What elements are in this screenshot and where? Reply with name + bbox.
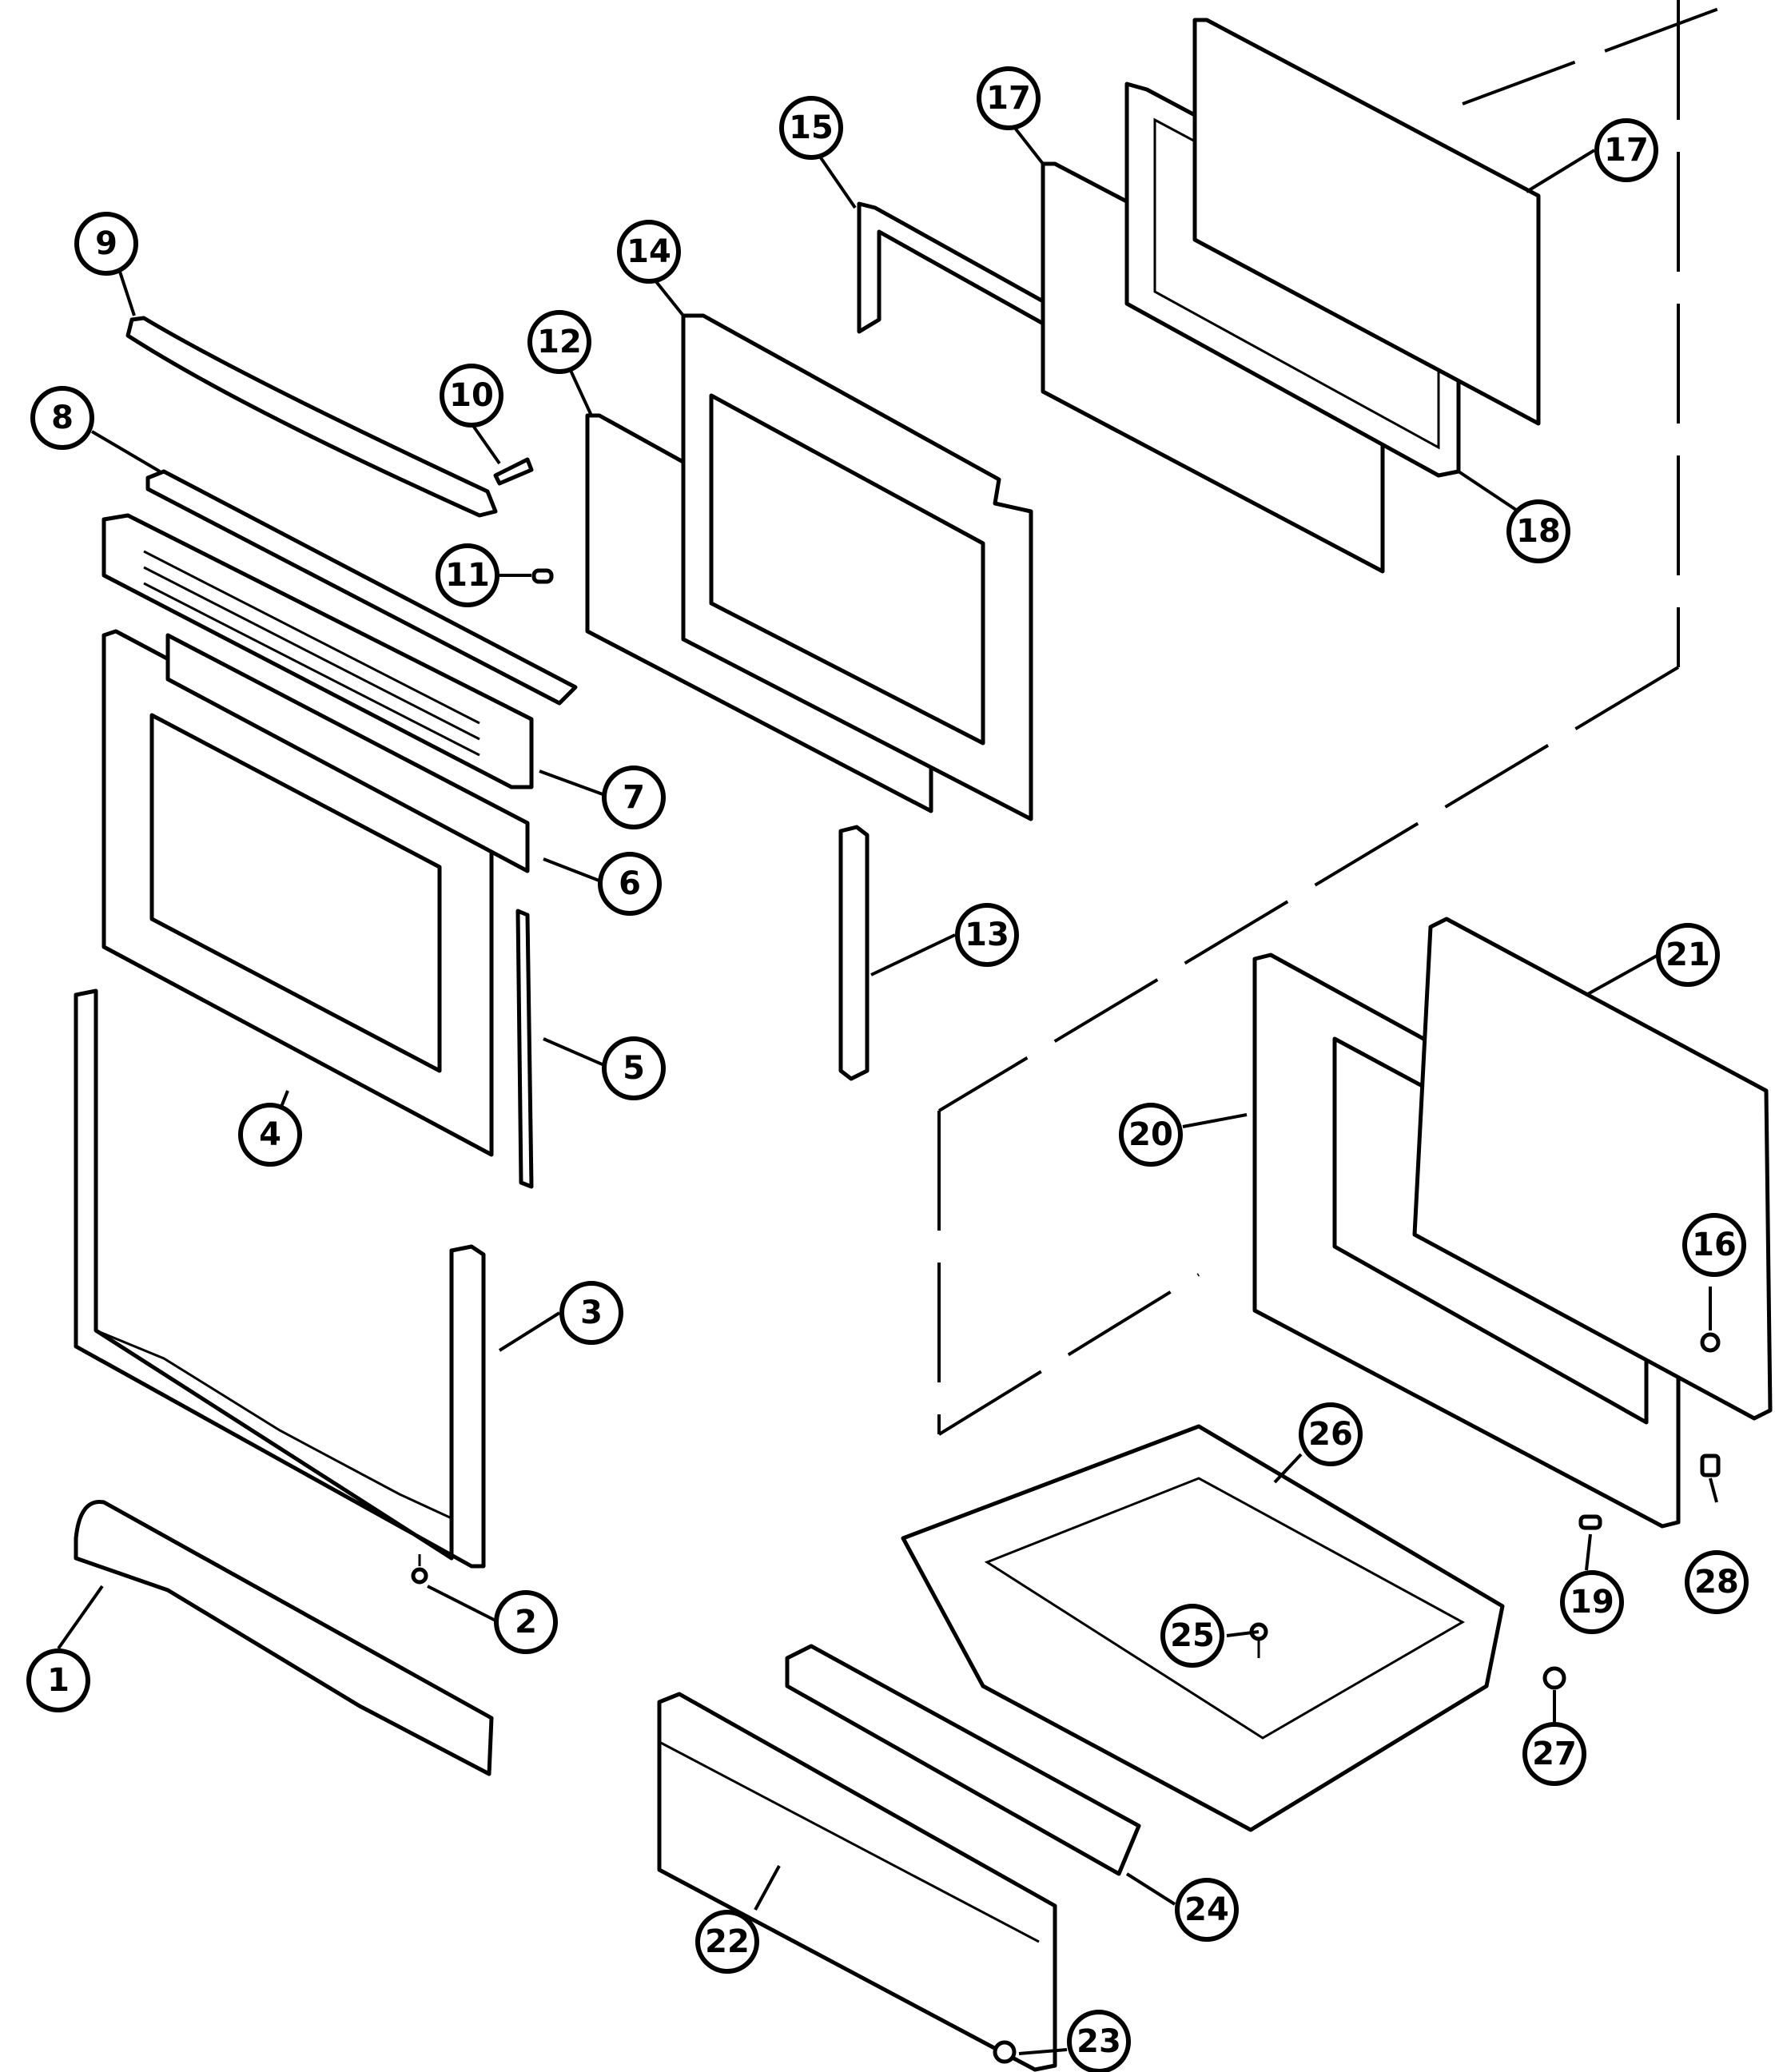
callout-28-label: 28 <box>1694 1564 1739 1601</box>
callout-13: 13 <box>955 903 1019 967</box>
callout-15-label: 15 <box>789 109 834 146</box>
part-6-insulation-strip <box>165 633 530 873</box>
callout-22-label: 22 <box>705 1923 750 1960</box>
callout-25-label: 25 <box>1170 1617 1215 1654</box>
callout-6: 6 <box>598 852 662 916</box>
part-11-plug <box>531 568 554 584</box>
callout-12: 12 <box>527 310 591 374</box>
callout-11: 11 <box>436 543 499 607</box>
callout-9: 9 <box>74 212 138 276</box>
callout-15: 15 <box>779 96 843 160</box>
callout-23-label: 23 <box>1077 2023 1121 2060</box>
part-21-gasket-panel <box>1412 917 1773 1421</box>
callout-20: 20 <box>1119 1103 1183 1167</box>
callout-12-label: 12 <box>537 324 582 360</box>
callout-25: 25 <box>1160 1604 1224 1668</box>
callout-8: 8 <box>30 386 94 450</box>
callout-27-label: 27 <box>1532 1736 1577 1772</box>
callout-10: 10 <box>440 364 503 428</box>
part-3-door-frame <box>74 988 486 1569</box>
callout-8-label: 8 <box>51 400 74 436</box>
callout-18-label: 18 <box>1516 513 1561 550</box>
callout-1-label: 1 <box>47 1662 70 1699</box>
callout-5: 5 <box>602 1036 666 1100</box>
callout-14: 14 <box>617 220 681 284</box>
part-2-screw <box>411 1554 428 1585</box>
callout-17a-label: 17 <box>986 80 1031 117</box>
callout-21-label: 21 <box>1666 937 1710 973</box>
callout-2: 2 <box>494 1590 558 1654</box>
callout-3-label: 3 <box>580 1295 603 1331</box>
callout-7-label: 7 <box>623 779 645 816</box>
callout-3: 3 <box>559 1281 623 1345</box>
callout-28: 28 <box>1685 1550 1749 1614</box>
callout-5-label: 5 <box>623 1050 645 1087</box>
part-17-glass-panel-rear <box>1192 18 1541 426</box>
callout-20-label: 20 <box>1128 1116 1173 1153</box>
callout-22: 22 <box>695 1910 759 1974</box>
callout-26-label: 26 <box>1308 1416 1353 1453</box>
callout-1: 1 <box>26 1648 90 1712</box>
assembly-guide-lines <box>937 0 1743 1436</box>
callout-2-label: 2 <box>515 1604 537 1640</box>
part-8-top-trim <box>145 469 578 706</box>
callout-21: 21 <box>1656 923 1720 987</box>
callout-19-label: 19 <box>1570 1584 1614 1621</box>
callout-13-label: 13 <box>965 917 1009 953</box>
callout-10-label: 10 <box>449 377 494 414</box>
part-14-inner-door-panel <box>681 313 1033 821</box>
callout-9-label: 9 <box>95 225 117 262</box>
part-10-screw <box>493 457 534 486</box>
callout-23: 23 <box>1067 2010 1131 2072</box>
part-9-door-handle <box>125 316 498 518</box>
part-4-outer-door-panel <box>101 629 494 1157</box>
callout-24: 24 <box>1175 1878 1239 1942</box>
part-13-side-bracket <box>838 825 870 1081</box>
part-16-nut <box>1700 1332 1721 1353</box>
callout-11-label: 11 <box>445 557 490 594</box>
part-5-side-strip <box>515 909 534 1189</box>
part-19-clip <box>1578 1514 1602 1530</box>
callout-24-label: 24 <box>1184 1891 1229 1928</box>
callout-4-label: 4 <box>259 1116 281 1153</box>
callout-19: 19 <box>1560 1570 1624 1634</box>
part-1-kick-panel <box>74 1500 494 1776</box>
callout-16: 16 <box>1682 1213 1746 1277</box>
callout-17b: 17 <box>1594 118 1658 182</box>
part-28-clip <box>1700 1454 1721 1477</box>
callout-16-label: 16 <box>1692 1227 1737 1263</box>
callout-26: 26 <box>1299 1402 1363 1466</box>
part-22-drawer-front <box>657 1692 1057 2072</box>
callout-14-label: 14 <box>627 233 671 270</box>
leader-lines <box>57 118 1718 2055</box>
callout-18: 18 <box>1506 499 1570 563</box>
callout-4: 4 <box>238 1103 302 1167</box>
part-7-vent-trim <box>101 513 534 789</box>
callout-6-label: 6 <box>619 865 641 902</box>
callout-17a: 17 <box>977 66 1041 130</box>
part-27-bumper <box>1542 1666 1566 1690</box>
callout-27: 27 <box>1522 1722 1586 1786</box>
part-24-drawer-trim <box>785 1644 1141 1876</box>
part-23-drawer-foot <box>993 2040 1017 2064</box>
callout-17b-label: 17 <box>1604 132 1649 169</box>
callout-7: 7 <box>602 766 666 829</box>
